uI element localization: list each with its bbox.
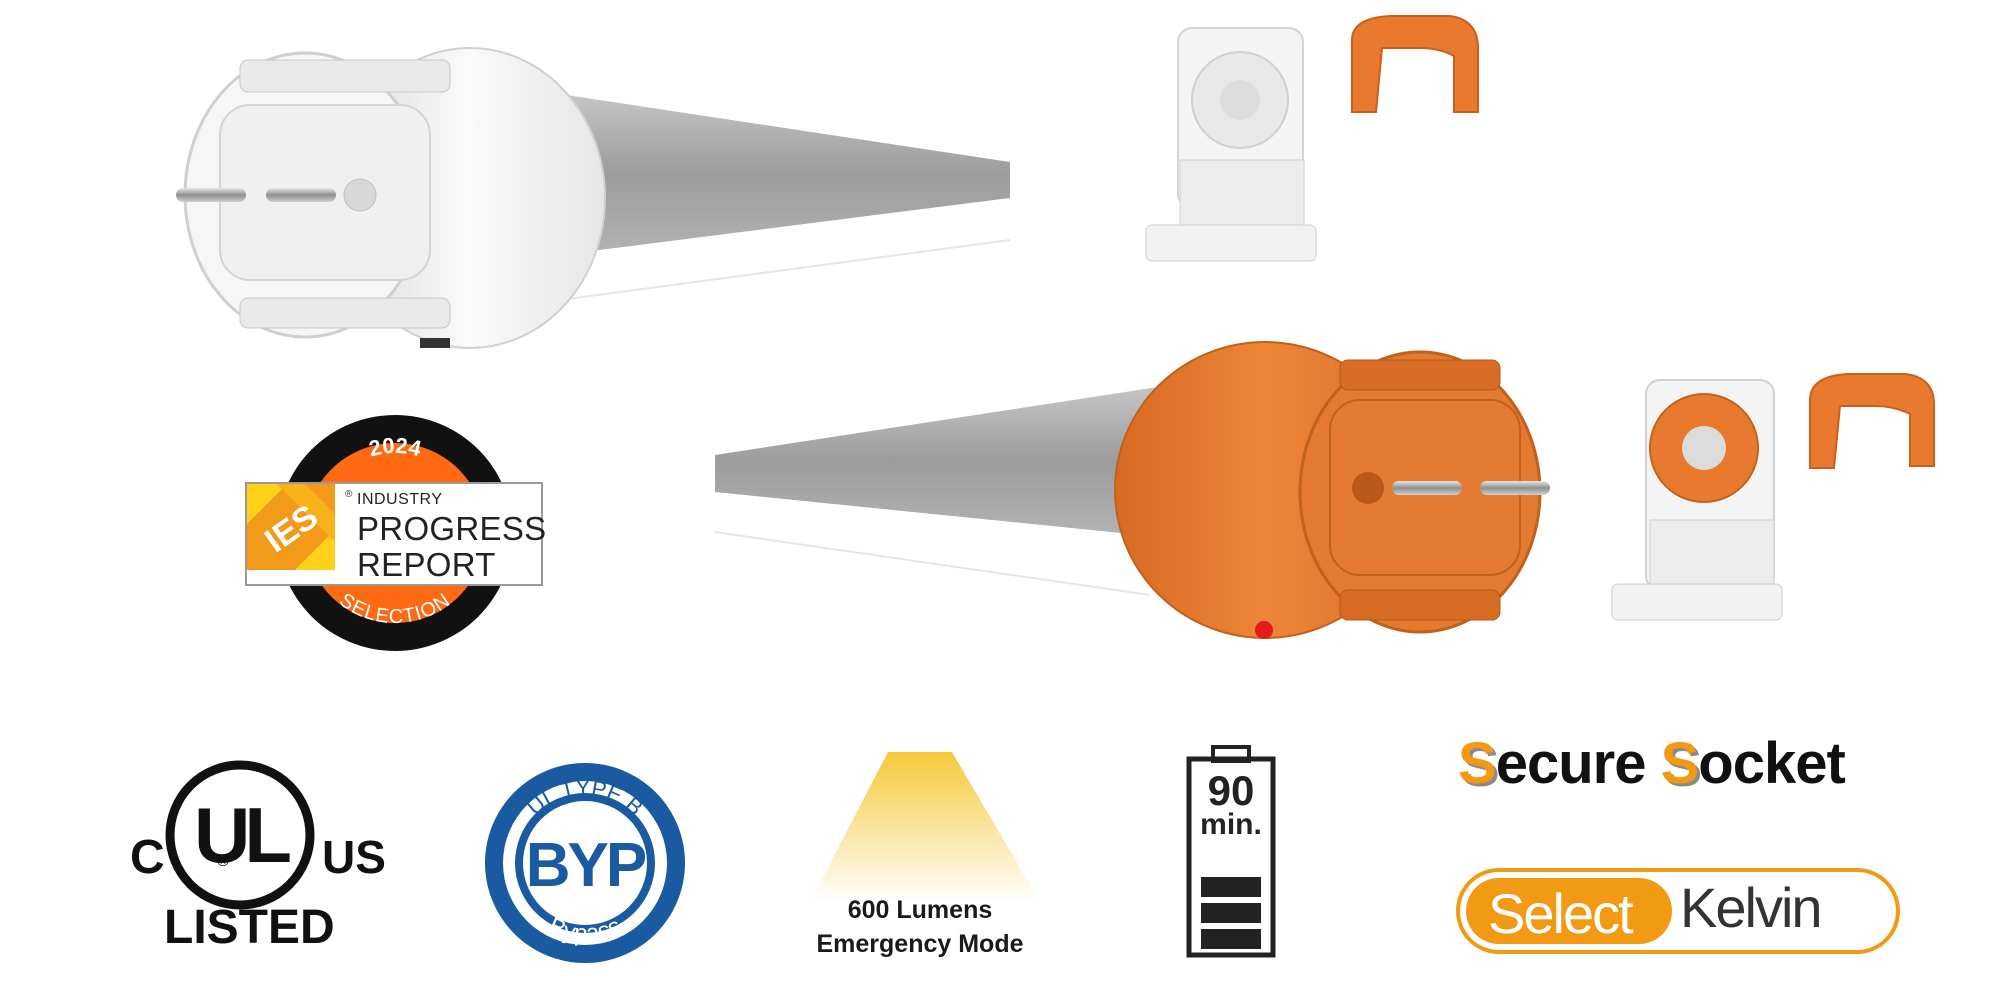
socket-clip-orange-2 [1809, 373, 1935, 469]
battery-minutes-unit: min. [1200, 808, 1262, 841]
battery-icon [1186, 745, 1276, 958]
ies-logo-icon: IES [247, 484, 335, 570]
led-tube-orange [714, 341, 1550, 639]
ul-listed-text: LISTED [164, 901, 335, 954]
ies-industry: INDUSTRY [357, 491, 443, 508]
socket-clip-orange [1351, 15, 1479, 113]
bypass-center-text: BYP [526, 831, 646, 900]
ul-c: C [130, 831, 165, 884]
ul-letters: UL [194, 791, 290, 879]
socket-white [1145, 27, 1317, 262]
battery-bar [1201, 877, 1261, 897]
battery-bar [1201, 929, 1261, 949]
emergency-line: Emergency Mode [816, 930, 1024, 958]
light-cone-icon [810, 752, 1040, 902]
ul-registered: ® [217, 853, 229, 870]
select-word: Select [1488, 882, 1634, 945]
socket-word: ocket [1698, 731, 1846, 796]
select-kelvin-logo: Select Kelvin [1456, 868, 1900, 954]
battery-minutes-value: 90 [1207, 767, 1255, 814]
kelvin-word: Kelvin [1680, 876, 1823, 939]
ies-progress-report-badge: 2024 SELECTION IES ® INDUSTRY PROGRESS R… [245, 408, 550, 653]
ul-circle-icon: UL ® [165, 760, 315, 910]
ies-report: REPORT [357, 546, 496, 583]
lumens-line: 600 Lumens [847, 896, 993, 924]
socket-s-letter: S [1660, 731, 1700, 796]
secure-socket-logo: Secure Socket [1458, 730, 1846, 797]
socket-orange [1611, 379, 1783, 621]
secure-word: ecure [1495, 731, 1647, 796]
ies-progress: PROGRESS [357, 510, 547, 547]
secure-s-letter: S [1458, 731, 1497, 796]
select-kelvin-highlight: Select [1466, 878, 1672, 945]
ies-card: IES ® INDUSTRY PROGRESS REPORT [245, 482, 547, 586]
ul-type-b-bypass-badge: UL TYPE B BYP Bypass [485, 763, 685, 963]
led-tube-white [176, 47, 1011, 349]
battery-bar [1201, 903, 1261, 923]
ul-us: US [322, 831, 386, 883]
emergency-mode-label: 600 Lumens Emergency Mode [790, 893, 1050, 961]
ies-registered-mark: ® [345, 489, 353, 500]
ul-listed-mark: UL ® C US LISTED [120, 740, 410, 960]
